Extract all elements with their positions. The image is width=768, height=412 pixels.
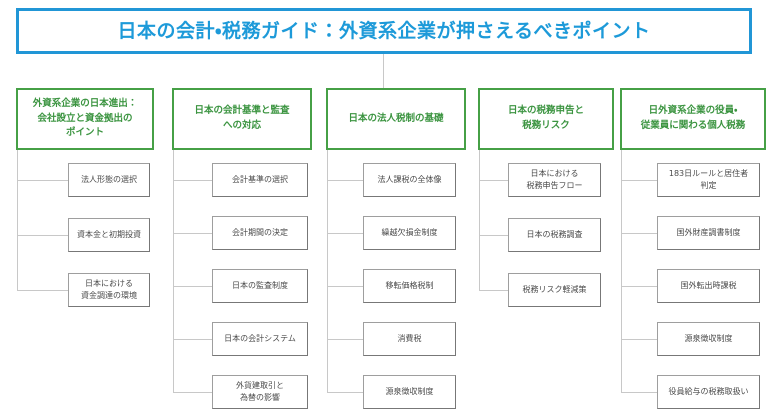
node-label: 日本の税務調査 bbox=[526, 230, 583, 239]
node-stub-connector bbox=[479, 290, 508, 291]
node-box[interactable]: 外貨建取引と為替の影響 bbox=[212, 375, 308, 409]
column-header-2[interactable]: 日本の会計基準と監査への対応 bbox=[172, 88, 312, 150]
column-trunk-connector-4 bbox=[479, 150, 480, 290]
node-box[interactable]: 日本の会計システム bbox=[212, 322, 308, 356]
node-stub-connector bbox=[173, 233, 212, 234]
column-trunk-connector-1 bbox=[17, 150, 18, 290]
node-label: 消費税 bbox=[397, 334, 422, 343]
node-box[interactable]: 繰越欠損金制度 bbox=[363, 216, 456, 250]
node-label: 日本における税務申告フロー bbox=[526, 169, 583, 190]
node-label: 国外転出時課税 bbox=[680, 281, 737, 290]
node-label: 繰越欠損金制度 bbox=[381, 228, 438, 237]
node-label: 移転価格税制 bbox=[385, 281, 434, 290]
column-header-label: 日外資系企業の役員・従業員に関わる個人税務 bbox=[640, 105, 746, 131]
node-stub-connector bbox=[479, 235, 508, 236]
node-stub-connector bbox=[17, 290, 68, 291]
node-stub-connector bbox=[173, 180, 212, 181]
node-box[interactable]: 日本の税務調査 bbox=[508, 218, 601, 252]
node-stub-connector bbox=[17, 235, 68, 236]
node-label: 国外財産調書制度 bbox=[676, 228, 741, 237]
node-stub-connector bbox=[621, 180, 657, 181]
node-label: 会計期間の決定 bbox=[232, 228, 288, 237]
node-box[interactable]: 資本金と初期投資 bbox=[68, 218, 150, 252]
node-stub-connector bbox=[173, 392, 212, 393]
page-title: 日本の会計・税務ガイド：外資系企業が押さえるべきポイント bbox=[117, 19, 651, 42]
title-trunk-connector bbox=[383, 54, 384, 88]
node-label: 日本の会計システム bbox=[224, 334, 296, 343]
node-box[interactable]: 国外財産調書制度 bbox=[657, 216, 760, 250]
node-box[interactable]: 移転価格税制 bbox=[363, 269, 456, 303]
node-stub-connector bbox=[479, 180, 508, 181]
node-stub-connector bbox=[173, 339, 212, 340]
node-stub-connector bbox=[621, 392, 657, 393]
node-stub-connector bbox=[327, 286, 363, 287]
node-stub-connector bbox=[327, 233, 363, 234]
node-box[interactable]: 源泉徴収制度 bbox=[363, 375, 456, 409]
column-header-label: 外資系企業の日本進出：会社設立と資金拠出のポイント bbox=[32, 97, 138, 139]
column-trunk-connector-5 bbox=[621, 150, 622, 392]
node-stub-connector bbox=[327, 339, 363, 340]
node-box[interactable]: 日本における税務申告フロー bbox=[508, 163, 601, 197]
column-header-label: 日本の会計基準と監査への対応 bbox=[194, 105, 290, 131]
column-header-3[interactable]: 日本の法人税制の基礎 bbox=[326, 88, 466, 150]
node-label: 法人課税の全体像 bbox=[377, 175, 442, 184]
node-label: 資本金と初期投資 bbox=[77, 230, 141, 239]
node-label: 外貨建取引と為替の影響 bbox=[236, 381, 284, 402]
node-box[interactable]: 源泉徴収制度 bbox=[657, 322, 760, 356]
node-stub-connector bbox=[621, 233, 657, 234]
column-header-4[interactable]: 日本の税務申告と税務リスク bbox=[478, 88, 614, 150]
node-label: 日本における資金調達の環境 bbox=[81, 279, 137, 300]
node-box[interactable]: 会計期間の決定 bbox=[212, 216, 308, 250]
node-box[interactable]: 法人課税の全体像 bbox=[363, 163, 456, 197]
node-box[interactable]: 法人形態の選択 bbox=[68, 163, 150, 197]
node-stub-connector bbox=[621, 286, 657, 287]
node-label: 法人形態の選択 bbox=[81, 175, 137, 184]
node-label: 源泉徴収制度 bbox=[684, 334, 733, 343]
node-box[interactable]: 役員給与の税務取扱い bbox=[657, 375, 760, 409]
column-header-1[interactable]: 外資系企業の日本進出：会社設立と資金拠出のポイント bbox=[16, 88, 154, 150]
node-label: 税務リスク軽減策 bbox=[522, 285, 587, 294]
node-box[interactable]: 消費税 bbox=[363, 322, 456, 356]
column-header-label: 日本の税務申告と税務リスク bbox=[507, 105, 584, 131]
node-box[interactable]: 会計基準の選択 bbox=[212, 163, 308, 197]
node-label: 源泉徴収制度 bbox=[385, 387, 434, 396]
node-stub-connector bbox=[327, 180, 363, 181]
node-label: 会計基準の選択 bbox=[232, 175, 288, 184]
node-box[interactable]: 183日ルールと居住者判定 bbox=[657, 163, 760, 197]
node-box[interactable]: 日本における資金調達の環境 bbox=[68, 273, 150, 307]
node-box[interactable]: 日本の監査制度 bbox=[212, 269, 308, 303]
column-header-5[interactable]: 日外資系企業の役員・従業員に関わる個人税務 bbox=[620, 88, 766, 150]
diagram-title-banner: 日本の会計・税務ガイド：外資系企業が押さえるべきポイント bbox=[16, 8, 752, 54]
column-trunk-connector-2 bbox=[173, 150, 174, 392]
node-stub-connector bbox=[17, 180, 68, 181]
node-label: 183日ルールと居住者判定 bbox=[668, 169, 749, 190]
column-trunk-connector-3 bbox=[327, 150, 328, 392]
node-stub-connector bbox=[173, 286, 212, 287]
node-stub-connector bbox=[327, 392, 363, 393]
node-stub-connector bbox=[621, 339, 657, 340]
node-label: 日本の監査制度 bbox=[232, 281, 288, 290]
node-box[interactable]: 税務リスク軽減策 bbox=[508, 273, 601, 307]
node-box[interactable]: 国外転出時課税 bbox=[657, 269, 760, 303]
node-label: 役員給与の税務取扱い bbox=[668, 387, 749, 396]
column-header-label: 日本の法人税制の基礎 bbox=[348, 112, 444, 124]
